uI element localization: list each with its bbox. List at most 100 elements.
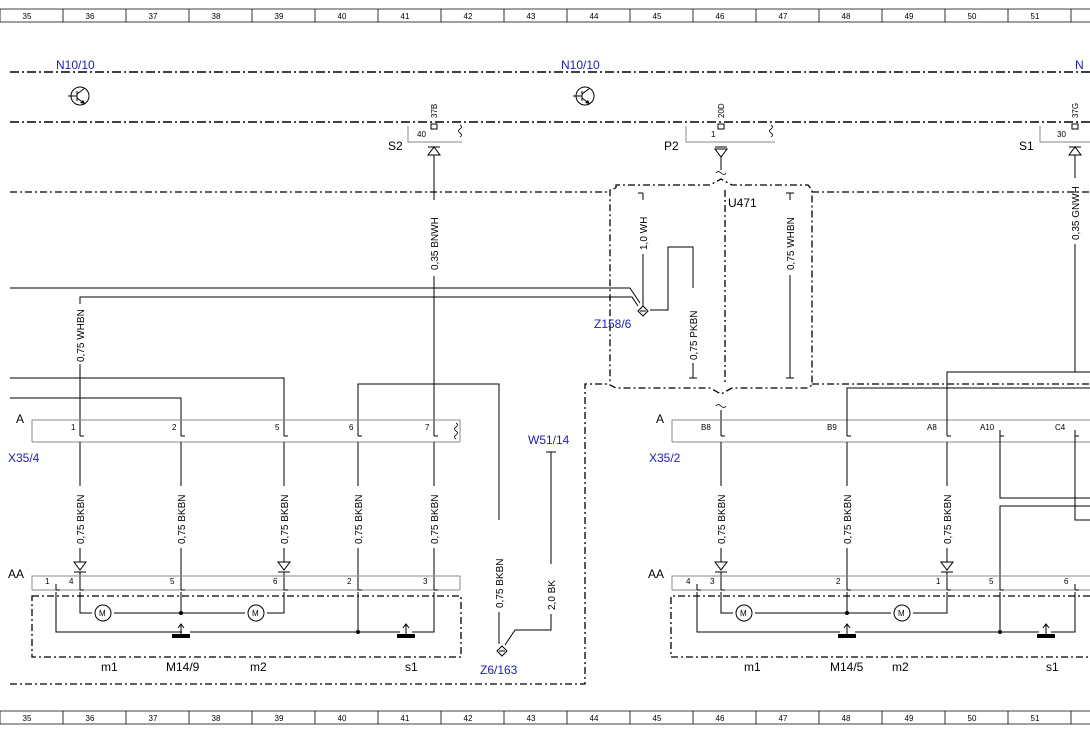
ruler-number: 39 xyxy=(275,12,284,21)
connector-label-a-right: A xyxy=(656,412,664,426)
pin-code: 37G xyxy=(1071,103,1080,118)
sub-label-s1: s1 xyxy=(1046,660,1059,674)
motor-icon: M xyxy=(247,604,265,622)
ruler-number: 42 xyxy=(464,714,473,723)
pin-number: 2 xyxy=(172,423,177,432)
ruler-number: 43 xyxy=(527,12,536,21)
ruler-number: 36 xyxy=(86,714,95,723)
component-label-n10-10-left: N10/10 xyxy=(56,58,95,72)
sub-label-m1: m1 xyxy=(101,660,118,674)
component-label-x35-2: X35/2 xyxy=(649,451,681,465)
pin-number: B8 xyxy=(701,423,711,432)
pin-number: 1 xyxy=(71,423,76,432)
ruler-number: 47 xyxy=(779,12,788,21)
ruler-number: 45 xyxy=(653,714,662,723)
motor-icon: M xyxy=(94,604,112,622)
svg-text:M: M xyxy=(898,609,905,618)
wire-label: 0,75 BKBN xyxy=(495,559,506,608)
ruler-number: 36 xyxy=(86,12,95,21)
connector-s2: 40 37B S2 xyxy=(388,104,462,156)
ruler-number: 40 xyxy=(338,714,347,723)
top-ruler: 353637383940414243444546474849505152 xyxy=(0,8,1090,23)
connector-symbol xyxy=(73,561,87,571)
ruler-number: 37 xyxy=(149,12,158,21)
ruler-number: 39 xyxy=(275,714,284,723)
pin-number: A10 xyxy=(980,423,995,432)
component-label-x35-4: X35/4 xyxy=(8,451,40,465)
component-label-z158-6: Z158/6 xyxy=(594,317,632,331)
ruler-number: 48 xyxy=(842,12,851,21)
component-label-u471: U471 xyxy=(728,196,757,210)
wire-label: 0,75 WHBN xyxy=(76,309,87,362)
break-mark xyxy=(715,404,727,408)
ruler-number: 46 xyxy=(716,12,725,21)
switch-icon xyxy=(838,623,856,638)
pin-number: A8 xyxy=(927,423,937,432)
connector-symbol xyxy=(277,561,291,571)
ruler-number: 41 xyxy=(401,714,410,723)
wire-label: 0,35 GNWH xyxy=(1071,186,1082,240)
wire-label: 0,75 BKBN xyxy=(943,495,954,544)
wire-label: 0,75 PKBN xyxy=(689,311,700,360)
wire-label: 0,75 BKBN xyxy=(430,495,441,544)
wire-label: 0,35 BNWH xyxy=(430,217,441,270)
ruler-number: 38 xyxy=(212,12,221,21)
ruler-number: 48 xyxy=(842,714,851,723)
connector-symbol xyxy=(714,561,728,571)
component-label-m14-9: M14/9 xyxy=(166,660,200,674)
connector-label-s2: S2 xyxy=(388,139,403,153)
ruler-number: 51 xyxy=(1031,12,1040,21)
ruler-number: 49 xyxy=(905,12,914,21)
connector-label-aa-left: AA xyxy=(8,567,24,581)
pin-number: 6 xyxy=(349,423,354,432)
ruler-number: 35 xyxy=(23,12,32,21)
wire-label: 0,75 BKBN xyxy=(354,495,365,544)
wire-label: 0,75 BKBN xyxy=(280,495,291,544)
ruler-number: 49 xyxy=(905,714,914,723)
wire-label: 0,75 BKBN xyxy=(717,495,728,544)
ruler-number: 47 xyxy=(779,714,788,723)
pin-number: 5 xyxy=(989,577,994,586)
pin-number: 5 xyxy=(170,577,175,586)
motor-icon: M xyxy=(735,604,753,622)
ruler-number: 50 xyxy=(968,714,977,723)
pin-number: 3 xyxy=(710,577,715,586)
pin-code: 37B xyxy=(430,104,439,118)
pin-number: 4 xyxy=(69,577,74,586)
sub-label-m1: m1 xyxy=(744,660,761,674)
connector-s1: 30 37G S1 xyxy=(1019,103,1090,156)
transistor-icon xyxy=(573,86,595,106)
component-u471: U471 xyxy=(609,178,813,395)
ruler-number: 43 xyxy=(527,714,536,723)
pin-number: 7 xyxy=(425,423,430,432)
ruler-number: 45 xyxy=(653,12,662,21)
connector-label-a-left: A xyxy=(16,412,24,426)
wire-label: 0,75 BKBN xyxy=(177,495,188,544)
ruler-number: 44 xyxy=(590,12,599,21)
motor-icon: M xyxy=(893,604,911,622)
ruler-number: 51 xyxy=(1031,714,1040,723)
connector-label-p2: P2 xyxy=(664,139,679,153)
component-label-n-edge: N xyxy=(1075,58,1084,72)
component-label-n10-10-right: N10/10 xyxy=(561,58,600,72)
wire-label: 1,0 WH xyxy=(639,217,650,250)
component-label-m14-5: M14/5 xyxy=(830,660,864,674)
pin-number: 30 xyxy=(1057,130,1066,139)
svg-text:M: M xyxy=(740,609,747,618)
pin-number: 2 xyxy=(836,577,841,586)
ruler-number: 38 xyxy=(212,714,221,723)
sub-label-m2: m2 xyxy=(250,660,267,674)
ruler-number: 50 xyxy=(968,12,977,21)
component-label-z6-163: Z6/163 xyxy=(480,663,518,677)
pin-number: 6 xyxy=(273,577,278,586)
pin-number: 1 xyxy=(711,130,716,139)
pin-number: 3 xyxy=(423,577,428,586)
switch-icon xyxy=(172,623,190,638)
wire-label: 0,75 WHBN xyxy=(786,217,797,270)
connector-label-s1: S1 xyxy=(1019,139,1034,153)
